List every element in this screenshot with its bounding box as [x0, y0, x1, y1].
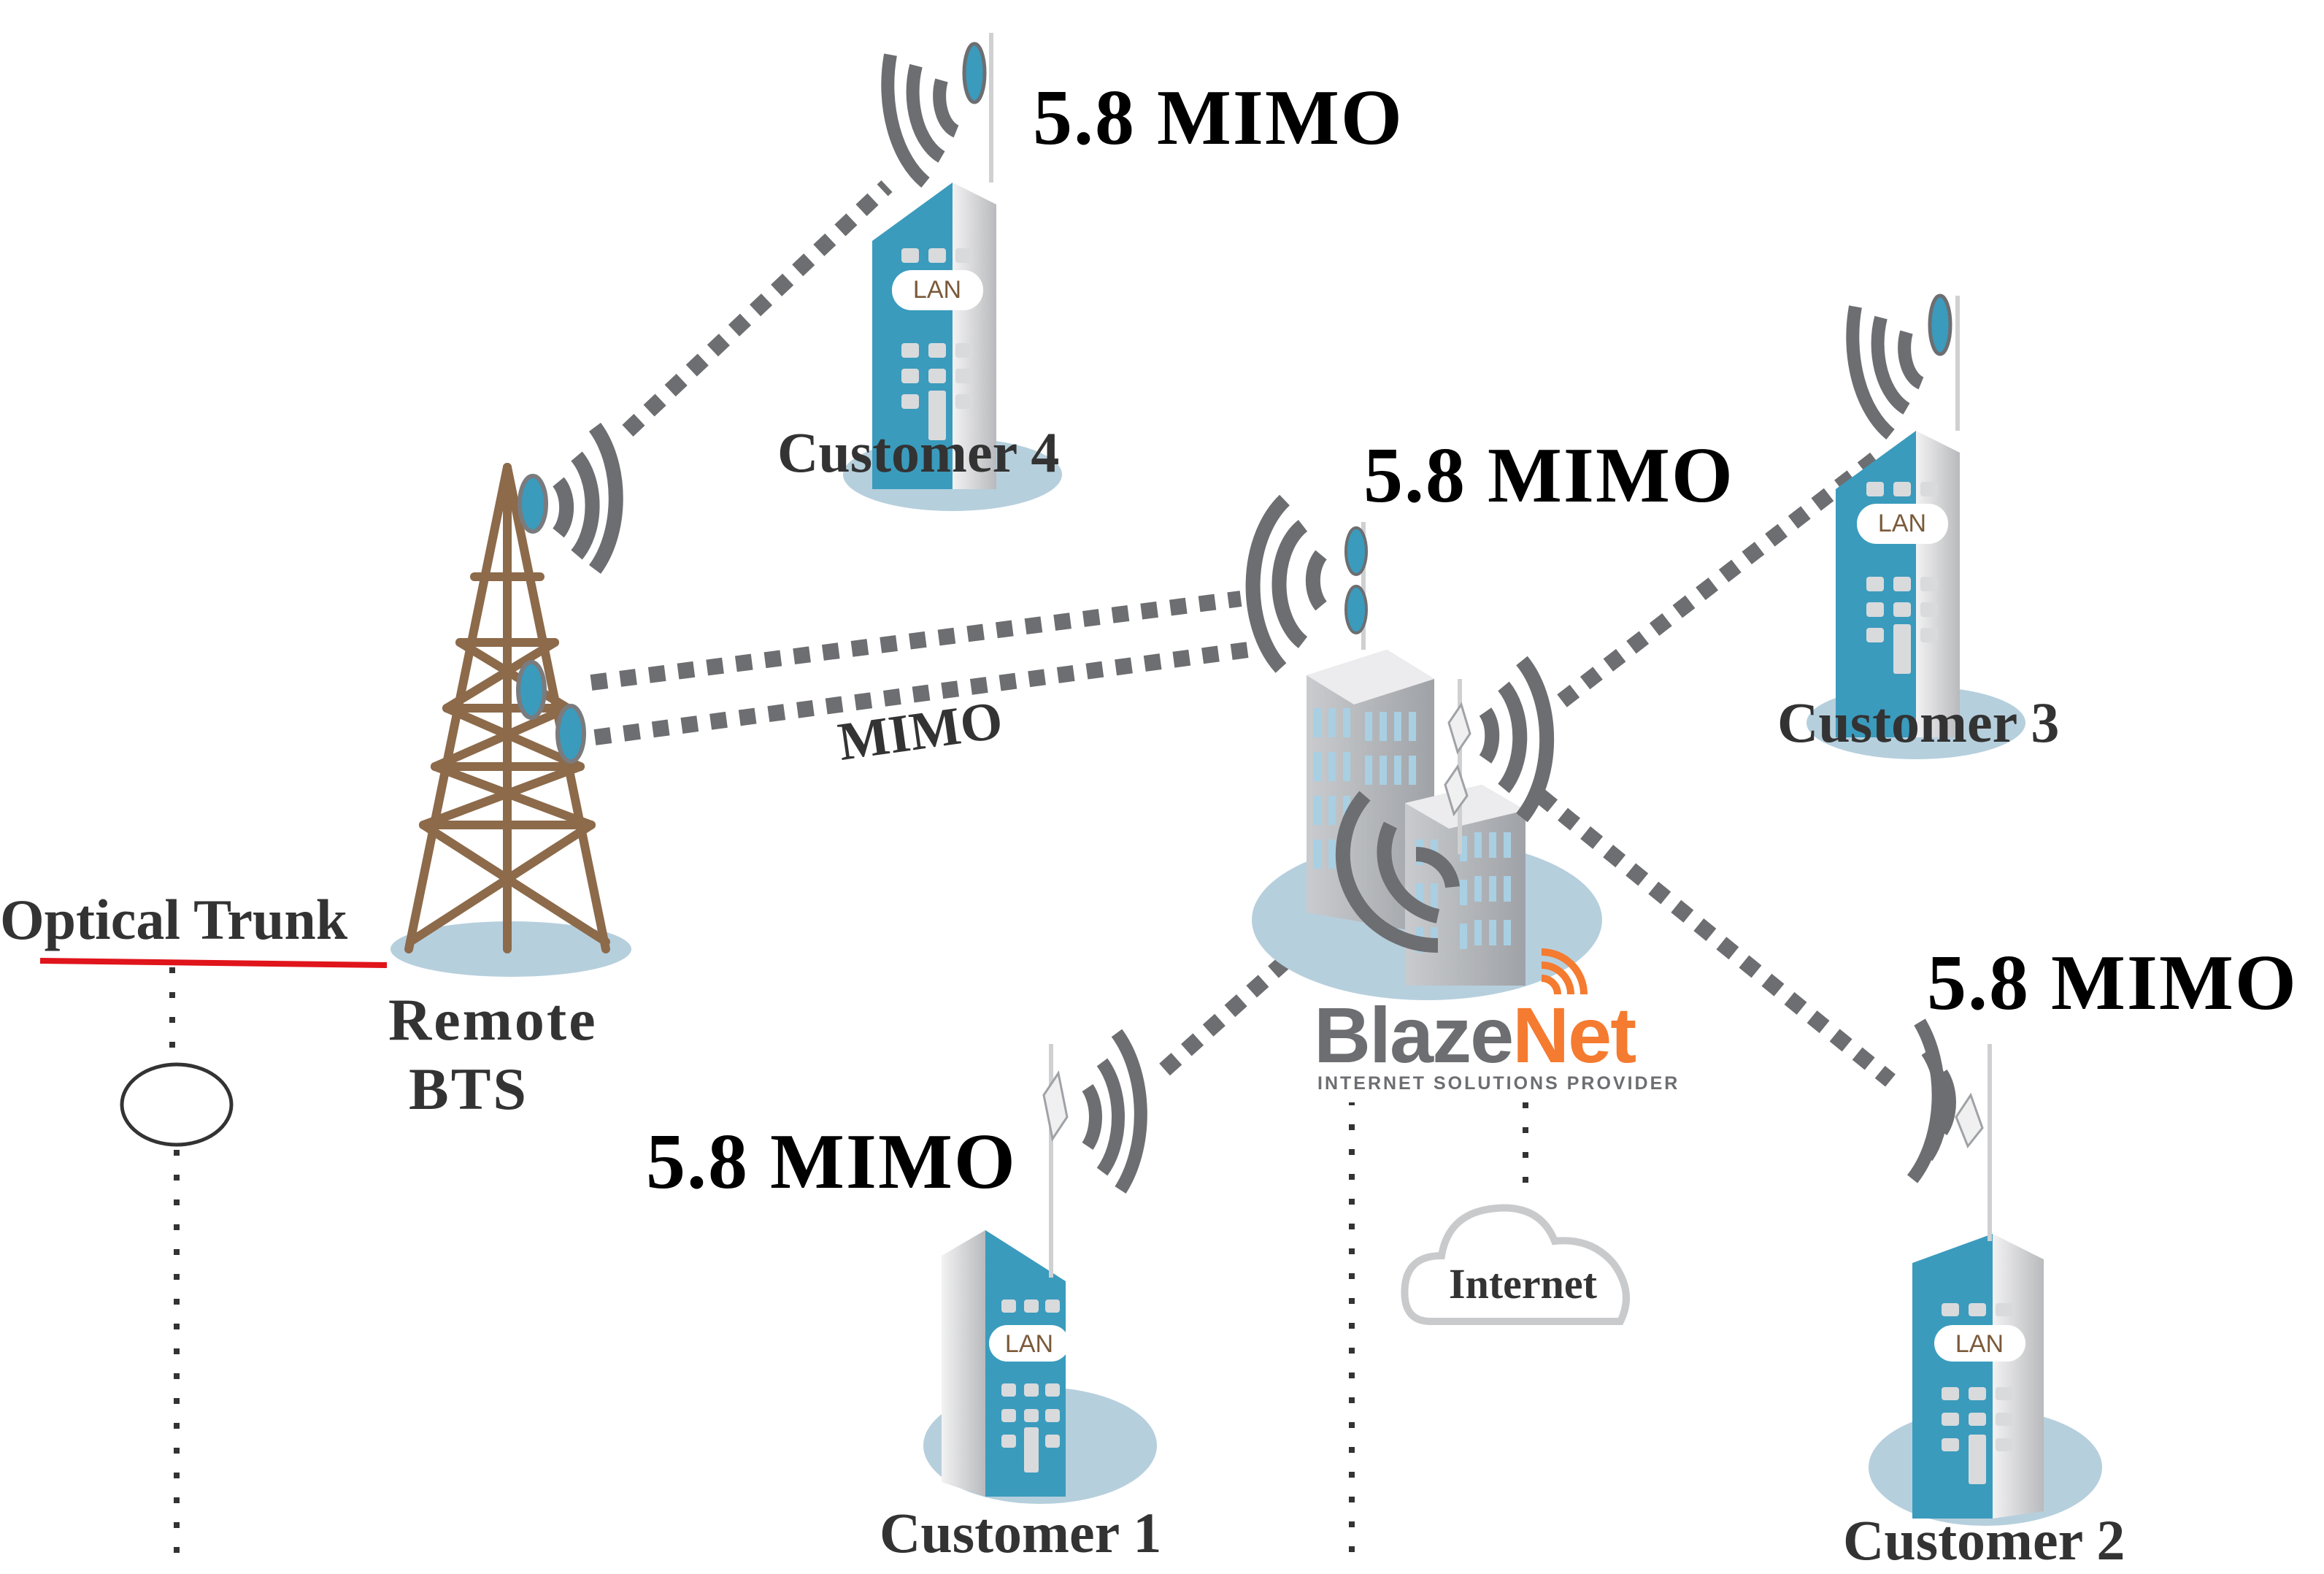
lan-cloud-icon: [892, 270, 2025, 1362]
lan-label: LAN: [1955, 1330, 2004, 1358]
brand-name-part1: Blaze: [1314, 991, 1514, 1079]
mimo-label-customer-1: 5.8 MIMO: [646, 1118, 1017, 1205]
internet-label: Internet: [1449, 1260, 1597, 1308]
bts-label-line2: BTS: [409, 1056, 528, 1122]
customer-2-label: Customer 2: [1843, 1508, 2125, 1572]
mimo-label-hub: 5.8 MIMO: [1363, 432, 1734, 519]
customer-4-label: Customer 4: [777, 421, 1060, 484]
bts-tower: [390, 463, 631, 977]
lan-labels: LAN LAN LAN LAN: [913, 276, 2004, 1358]
signal-icon: [1082, 1029, 1147, 1194]
ground-cable: [169, 967, 1528, 1574]
customer-1-antenna: [1042, 1044, 1069, 1278]
internet-cloud-icon: [1401, 1204, 1630, 1325]
bts-dish-icon: [516, 474, 586, 764]
mimo-label-customer-4: 5.8 MIMO: [1033, 74, 1404, 161]
bts-label-line1: Remote: [388, 986, 598, 1053]
brand-tagline: INTERNET SOLUTIONS PROVIDER: [1317, 1073, 1680, 1094]
optical-trunk-label: Optical Trunk: [0, 888, 348, 951]
customer-1-building: [923, 1230, 1157, 1504]
splice-enclosure: [120, 1062, 234, 1147]
signal-icon: [881, 53, 960, 188]
customer-3-antenna: [1928, 293, 1960, 431]
customer-windows: [901, 248, 2013, 1484]
mimo-label-customer-2: 5.8 MIMO: [1927, 940, 2298, 1026]
signal-icon: [1846, 305, 1925, 439]
hub-antenna: [1344, 522, 1471, 854]
customer-4-antenna: [962, 33, 993, 183]
brand-wifi-icon: [1541, 948, 1588, 995]
signal-icon: [1245, 494, 1555, 953]
optical-trunk-line: [39, 958, 388, 968]
customer-1-label: Customer 1: [880, 1501, 1162, 1565]
lan-label: LAN: [1005, 1330, 1053, 1358]
brand-logo: BlazeNet: [1314, 989, 1636, 1080]
customer-3-label: Customer 3: [1777, 691, 2060, 754]
lan-label: LAN: [1878, 510, 1926, 537]
signal-icon: [1906, 1018, 1956, 1183]
lan-label: LAN: [913, 276, 961, 304]
signal-icon: [552, 423, 623, 574]
customer-2-antenna: [1955, 1044, 1992, 1241]
wireless-links: [590, 180, 1896, 1087]
brand-name-part2: Net: [1512, 991, 1636, 1079]
